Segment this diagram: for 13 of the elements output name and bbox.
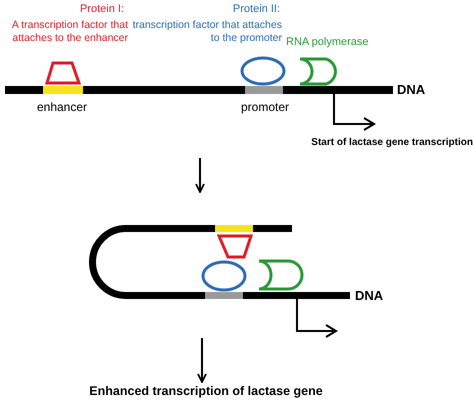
part-label: promoter: [240, 100, 290, 115]
part-label: transcription factor that attaches to the promoter: [132, 19, 282, 46]
part-label: RNA polymerase: [286, 36, 370, 50]
part-label: A transcription factor that attaches to the enhancer: [10, 19, 128, 46]
dna-label: DNA: [397, 82, 426, 98]
arrow: [197, 338, 207, 383]
arrow: [195, 158, 205, 193]
protein-heading: Protein II:: [232, 3, 280, 17]
dna-label: DNA: [355, 288, 384, 304]
part-label: enhancer: [36, 100, 88, 115]
protein-heading: Protein I:: [78, 3, 124, 17]
result-text: Enhanced transcription of lactase gene: [89, 384, 323, 400]
part-label: Start of lactase gene transcription: [310, 137, 473, 150]
